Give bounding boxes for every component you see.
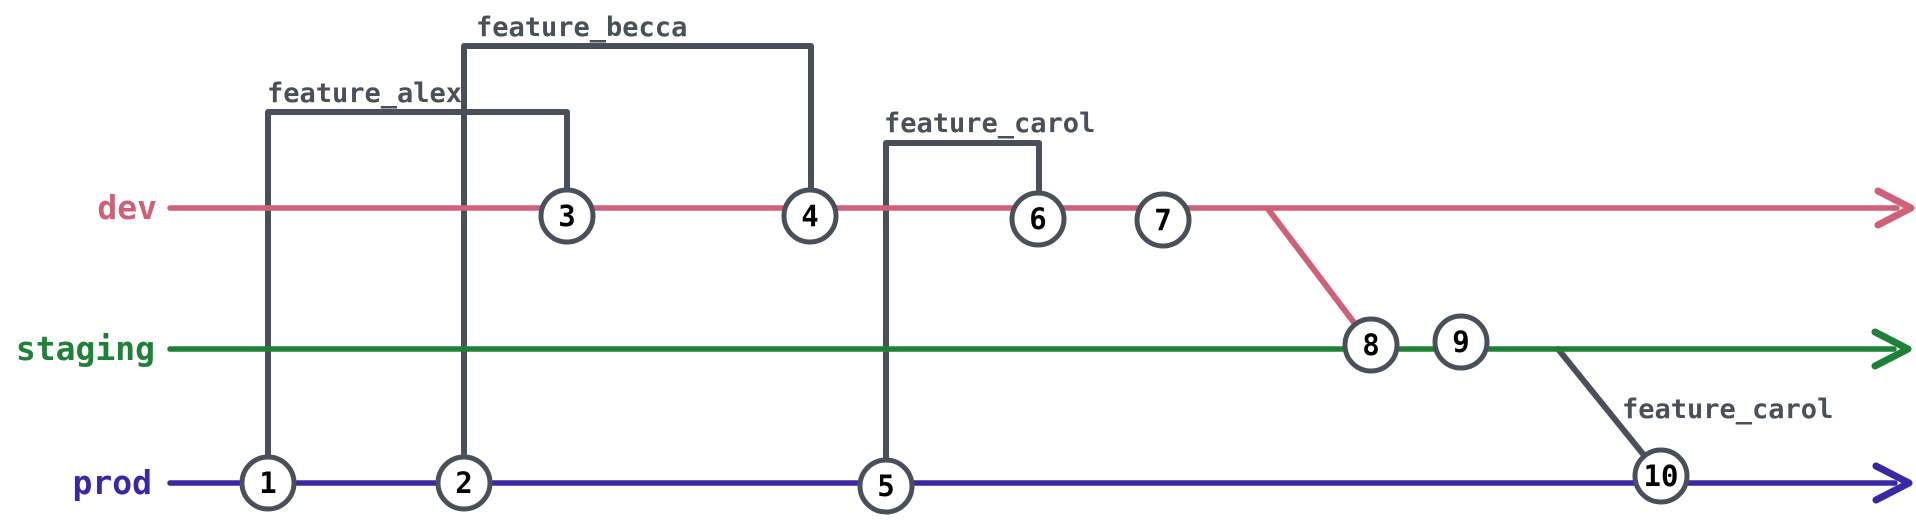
commit-label-9: 9	[1452, 325, 1469, 359]
commit-label-1: 1	[259, 466, 276, 500]
commit-node-9	[1432, 313, 1490, 371]
feature-label-feature-branch: feature_alex	[267, 78, 462, 109]
link-line-feature-branch	[265, 109, 570, 486]
feature-label-feature-branch: feature_becca	[476, 12, 687, 43]
branch-arrow-icon-staging	[1871, 328, 1912, 370]
feature-label-merge-staging-to-prod: feature_carol	[1622, 394, 1833, 425]
branch-arrow-icon-prod	[1872, 462, 1913, 504]
commit-node-10	[1632, 447, 1690, 505]
branch-arrow-icon-dev	[1874, 187, 1915, 229]
commit-label-2: 2	[455, 466, 472, 500]
commit-label-4: 4	[801, 199, 818, 233]
commit-node-5	[857, 457, 915, 515]
commit-label-6: 6	[1029, 202, 1046, 236]
commit-node-6	[1009, 190, 1067, 248]
commit-node-8	[1342, 316, 1400, 374]
feature-label-feature-branch: feature_carol	[884, 108, 1095, 139]
commit-node-1	[239, 454, 297, 512]
commit-node-7	[1134, 191, 1192, 249]
link-line-feature-branch	[883, 140, 1042, 489]
branch-label-prod: prod	[73, 463, 152, 502]
commit-node-3	[538, 187, 596, 245]
branch-label-staging: staging	[16, 329, 155, 368]
commit-node-2	[435, 454, 493, 512]
commit-label-10: 10	[1644, 459, 1679, 493]
commit-label-7: 7	[1154, 203, 1171, 237]
commit-label-8: 8	[1362, 328, 1379, 362]
link-line-feature-branch	[461, 43, 814, 486]
commit-label-3: 3	[558, 199, 575, 233]
commit-label-5: 5	[877, 469, 894, 503]
commit-node-4	[781, 187, 839, 245]
branch-label-dev: dev	[97, 188, 157, 227]
